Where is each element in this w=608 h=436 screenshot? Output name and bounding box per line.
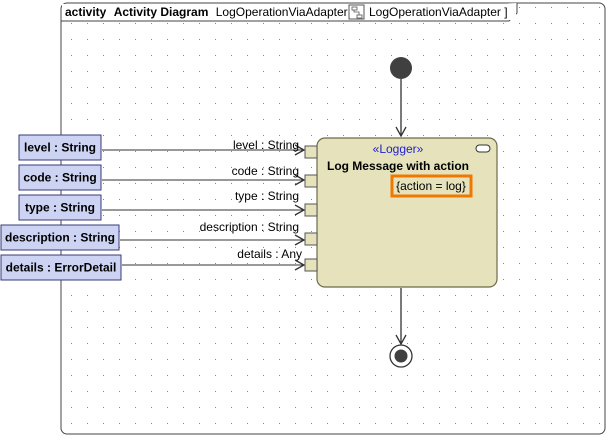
parameter-level[interactable]: level : String [18,134,102,161]
object-flows [102,144,306,271]
pin-description[interactable] [304,232,318,246]
pin-label-details: details : Any [237,247,302,261]
pin-label-description: description : String [200,220,299,234]
action-name: Log Message with action [327,159,469,173]
parameter-code-label: code : String [23,171,96,185]
frame-kind: activity [65,5,107,19]
pin-details[interactable] [304,258,318,272]
activity-parameters: level : String code : String type : Stri… [0,134,122,281]
initial-node[interactable] [390,57,412,79]
action-constraint: {action = log} [396,179,466,193]
parameter-details[interactable]: details : ErrorDetail [0,254,122,281]
action-log-message[interactable]: «Logger» Log Message with action {action… [316,137,498,288]
call-behavior-icon [475,144,491,153]
input-pins [304,145,318,272]
parameter-type[interactable]: type : String [18,194,102,221]
frame-subject: LogOperationViaAdapter [ [216,5,355,19]
pin-label-code: code : String [232,164,299,178]
parameter-description[interactable]: description : String [0,224,120,251]
constraint-highlight-box [390,174,473,198]
pin-code[interactable] [304,174,318,188]
parameter-level-label: level : String [24,141,96,155]
action-stereotype: «Logger» [373,142,424,156]
pin-label-type: type : String [235,189,299,203]
pin-level[interactable] [304,145,318,159]
frame-header: activity Activity Diagram LogOperationVi… [65,5,355,19]
parameter-details-label: details : ErrorDetail [6,261,117,275]
parameter-code[interactable]: code : String [18,164,102,191]
pin-type[interactable] [304,203,318,217]
frame-subject-ref: LogOperationViaAdapter ] [369,5,508,19]
pin-labels: level : String code : String type : Stri… [200,138,302,261]
activity-icon [348,4,365,20]
parameter-description-label: description : String [5,231,115,245]
final-node[interactable] [389,344,413,368]
parameter-type-label: type : String [25,201,95,215]
pin-label-level: level : String [233,138,299,152]
frame-name: Activity Diagram [114,5,209,19]
